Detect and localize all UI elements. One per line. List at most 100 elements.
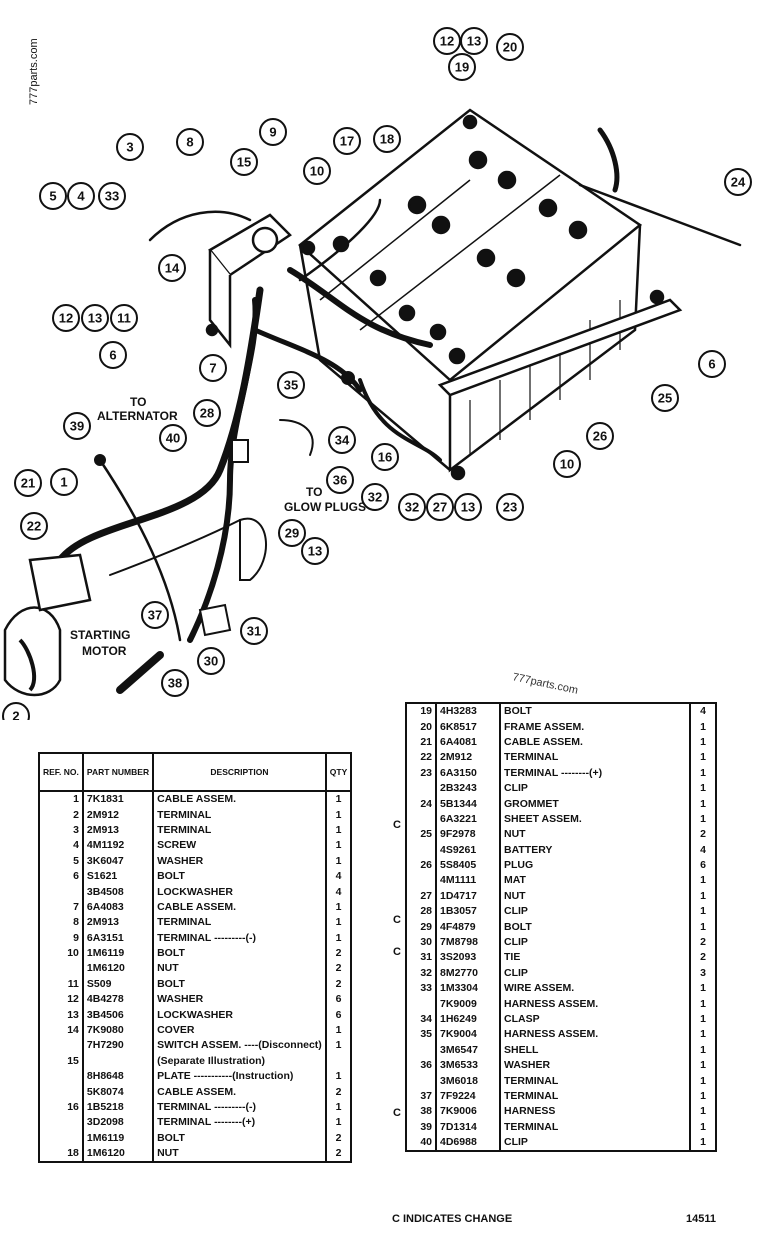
svg-text:10: 10 [560, 457, 574, 472]
svg-text:15: 15 [237, 155, 251, 170]
ref-number: 8 [39, 915, 84, 931]
ref-number [39, 1084, 84, 1100]
svg-text:27: 27 [433, 500, 447, 515]
description-text: CLIP [504, 782, 528, 795]
part-number: 2M913 [82, 915, 155, 931]
description: TERMINAL ---------(-) [153, 1099, 327, 1116]
ref-number: 39 [406, 1119, 437, 1135]
description: CLIP [500, 934, 691, 951]
description-text: CLIP [504, 905, 528, 918]
svg-text:4: 4 [77, 189, 85, 204]
ref-number: 18 [39, 1145, 84, 1163]
svg-text:14: 14 [165, 261, 180, 276]
ref-number: 19 [406, 703, 437, 720]
header-ref: REF. NO. [39, 753, 84, 792]
description-text: WASHER [157, 854, 204, 867]
part-number: 5K8074 [82, 1084, 155, 1100]
description-text: PLUG [504, 859, 534, 872]
starting-motor [3, 553, 92, 697]
quantity: 3 [700, 966, 706, 979]
part-number: 4M1192 [82, 838, 155, 854]
part-number: 2M913 [82, 822, 155, 839]
svg-text:33: 33 [105, 189, 119, 204]
part-number: 1H6249 [436, 1011, 501, 1028]
description-text: BOLT [157, 870, 185, 883]
callout-26: 26 [586, 422, 614, 450]
description-text: TIE [504, 951, 521, 964]
table-row: 15(Separate Illustration) [39, 1053, 351, 1070]
description-text: BOLT [157, 1131, 185, 1144]
description-text: TERMINAL [504, 1074, 559, 1087]
ref-number: 37 [406, 1088, 437, 1105]
description: HARNESS [500, 1104, 691, 1120]
callout-11: 11 [110, 304, 138, 332]
quantity: 1 [335, 1070, 342, 1083]
header-qty: QTY [325, 753, 352, 792]
description-text: NUT [504, 828, 526, 841]
description-text: LOCKWASHER [157, 885, 233, 898]
part-number: 8M2770 [436, 965, 501, 982]
quantity: 2 [335, 1085, 342, 1098]
quantity: 6 [335, 1008, 342, 1021]
description-text: NUT [157, 962, 179, 975]
description-text: CLIP [504, 1136, 528, 1149]
ref-number: 32 [406, 965, 437, 982]
ref-number: 29 [406, 919, 437, 935]
svg-text:12: 12 [440, 34, 454, 49]
change-mark: C [393, 914, 401, 926]
description: WASHER [153, 992, 327, 1008]
description: GROMMET [500, 796, 691, 812]
diagram-label: TO [306, 485, 322, 499]
description: TERMINAL ---------(-) [153, 930, 327, 946]
part-number: 3M6547 [436, 1042, 501, 1058]
part-number: 2B3243 [436, 780, 501, 797]
description: NUT [500, 888, 691, 905]
description: WASHER [153, 853, 327, 869]
callout-7: 7 [199, 354, 227, 382]
quantity: 2 [335, 1147, 342, 1160]
part-number: 7K9006 [436, 1104, 501, 1120]
ref-number: 11 [39, 976, 84, 993]
part-number: 2M912 [436, 750, 501, 766]
description-text: HARNESS [504, 1105, 556, 1118]
ref-number: 1 [39, 791, 84, 808]
description: SHELL [500, 1042, 691, 1058]
part-number: 7K9009 [436, 996, 501, 1012]
description: NUT [153, 961, 327, 977]
callout-10: 10 [303, 157, 331, 185]
callout-25: 25 [651, 384, 679, 412]
description: CLIP [500, 904, 691, 920]
ref-number: 36 [406, 1057, 437, 1074]
description-text: FRAME ASSEM. [504, 720, 585, 733]
quantity: 1 [335, 808, 342, 821]
description: TERMINAL [500, 1073, 691, 1089]
description-text: TERMINAL [157, 808, 212, 821]
ref-number: 10 [39, 945, 84, 962]
part-number: 7M8798 [436, 934, 501, 951]
part-number: S1621 [82, 868, 155, 885]
description: HARNESS ASSEM. [500, 996, 691, 1012]
quantity: 1 [700, 920, 706, 933]
description: CLIP [500, 1134, 691, 1152]
callout-31: 31 [240, 617, 268, 645]
part-number: 4B4278 [82, 992, 155, 1008]
ref-number [406, 811, 437, 828]
svg-text:28: 28 [200, 406, 214, 421]
quantity: 1 [700, 1136, 706, 1149]
callout-13: 13 [301, 537, 329, 565]
description: PLUG [500, 857, 691, 874]
ref-number: 28 [406, 904, 437, 920]
